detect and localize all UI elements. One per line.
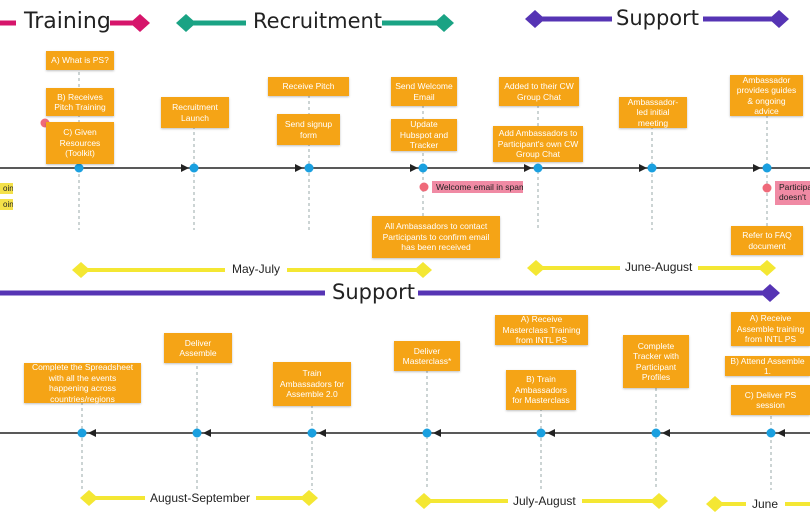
note-train-masterclass: B) Train Ambassadors for Masterclass bbox=[506, 370, 576, 410]
period-label-june-august: June-August bbox=[621, 260, 697, 274]
note-complete-tracker: Complete Tracker with Participant Profil… bbox=[623, 335, 689, 388]
support-top-header: Support bbox=[616, 6, 700, 30]
left-edge-note: oint bbox=[0, 183, 13, 194]
june-august-period-bar bbox=[527, 260, 776, 276]
support-bottom-header-bar bbox=[0, 284, 780, 302]
july-august-period-bar bbox=[415, 493, 668, 509]
note-deliver-ps-session: C) Deliver PS session bbox=[731, 385, 810, 415]
note-given-resources: C) Given Resources (Toolkit) bbox=[46, 122, 114, 164]
support-bottom-header: Support bbox=[332, 280, 416, 304]
period-label-august-september: August-September bbox=[146, 491, 255, 505]
recruitment-header-bar bbox=[176, 14, 454, 32]
period-label-may-july: May-July bbox=[228, 262, 285, 276]
period-label-june: June bbox=[748, 497, 783, 511]
warning-welcome-spam: Welcome email in spam bbox=[432, 181, 523, 193]
june-period-bar bbox=[706, 496, 810, 512]
note-complete-spreadsheet: Complete the Spreadsheet with all the ev… bbox=[24, 362, 141, 404]
period-label-july-august: July-August bbox=[509, 494, 580, 508]
note-refer-faq: Refer to FAQ document bbox=[731, 226, 803, 255]
note-receive-assemble-training: A) Receive Assemble training from INTL P… bbox=[731, 312, 810, 346]
note-attend-assemble: B) Attend Assemble 1. bbox=[725, 356, 810, 376]
note-added-cw-chat: Added to their CW Group Chat bbox=[499, 77, 579, 106]
warning-participant-edge: Participant doesn't e bbox=[775, 181, 810, 205]
note-send-welcome-email: Send Welcome Email bbox=[391, 77, 457, 106]
note-deliver-masterclass: Deliver Masterclass* bbox=[394, 341, 460, 371]
may-july-period-bar bbox=[72, 262, 432, 278]
recruitment-header: Recruitment bbox=[253, 9, 383, 33]
bottom-timeline bbox=[0, 360, 810, 490]
note-add-ambassadors-chat: Add Ambassadors to Participant's own CW … bbox=[493, 126, 583, 162]
note-deliver-assemble: Deliver Assemble bbox=[164, 333, 232, 363]
note-ambassador-initial-meeting: Ambassador-led initial meeting bbox=[619, 97, 687, 128]
note-receives-pitch-training: B) Receives Pitch Training bbox=[46, 88, 114, 116]
note-ambassador-guides: Ambassador provides guides & ongoing adv… bbox=[730, 75, 803, 116]
note-train-assemble: Train Ambassadors for Assemble 2.0 bbox=[273, 362, 351, 406]
support-top-header-bar bbox=[525, 10, 789, 28]
note-recruitment-launch: Recruitment Launch bbox=[161, 97, 229, 128]
training-header: Training bbox=[24, 9, 111, 34]
note-send-signup-form: Send signup form bbox=[277, 114, 340, 145]
note-receive-pitch: Receive Pitch bbox=[268, 77, 349, 96]
left-edge-note: oint bbox=[0, 199, 13, 210]
training-header-bar bbox=[0, 14, 150, 32]
note-update-hubspot: Update Hubspot and Tracker bbox=[391, 119, 457, 151]
top-timeline bbox=[0, 66, 810, 230]
august-september-period-bar bbox=[80, 490, 318, 506]
note-receive-masterclass: A) Receive Masterclass Training from INT… bbox=[495, 314, 588, 345]
note-what-is-ps: A) What is PS? bbox=[46, 51, 114, 70]
note-contact-participants: All Ambassadors to contact Participants … bbox=[372, 216, 500, 258]
